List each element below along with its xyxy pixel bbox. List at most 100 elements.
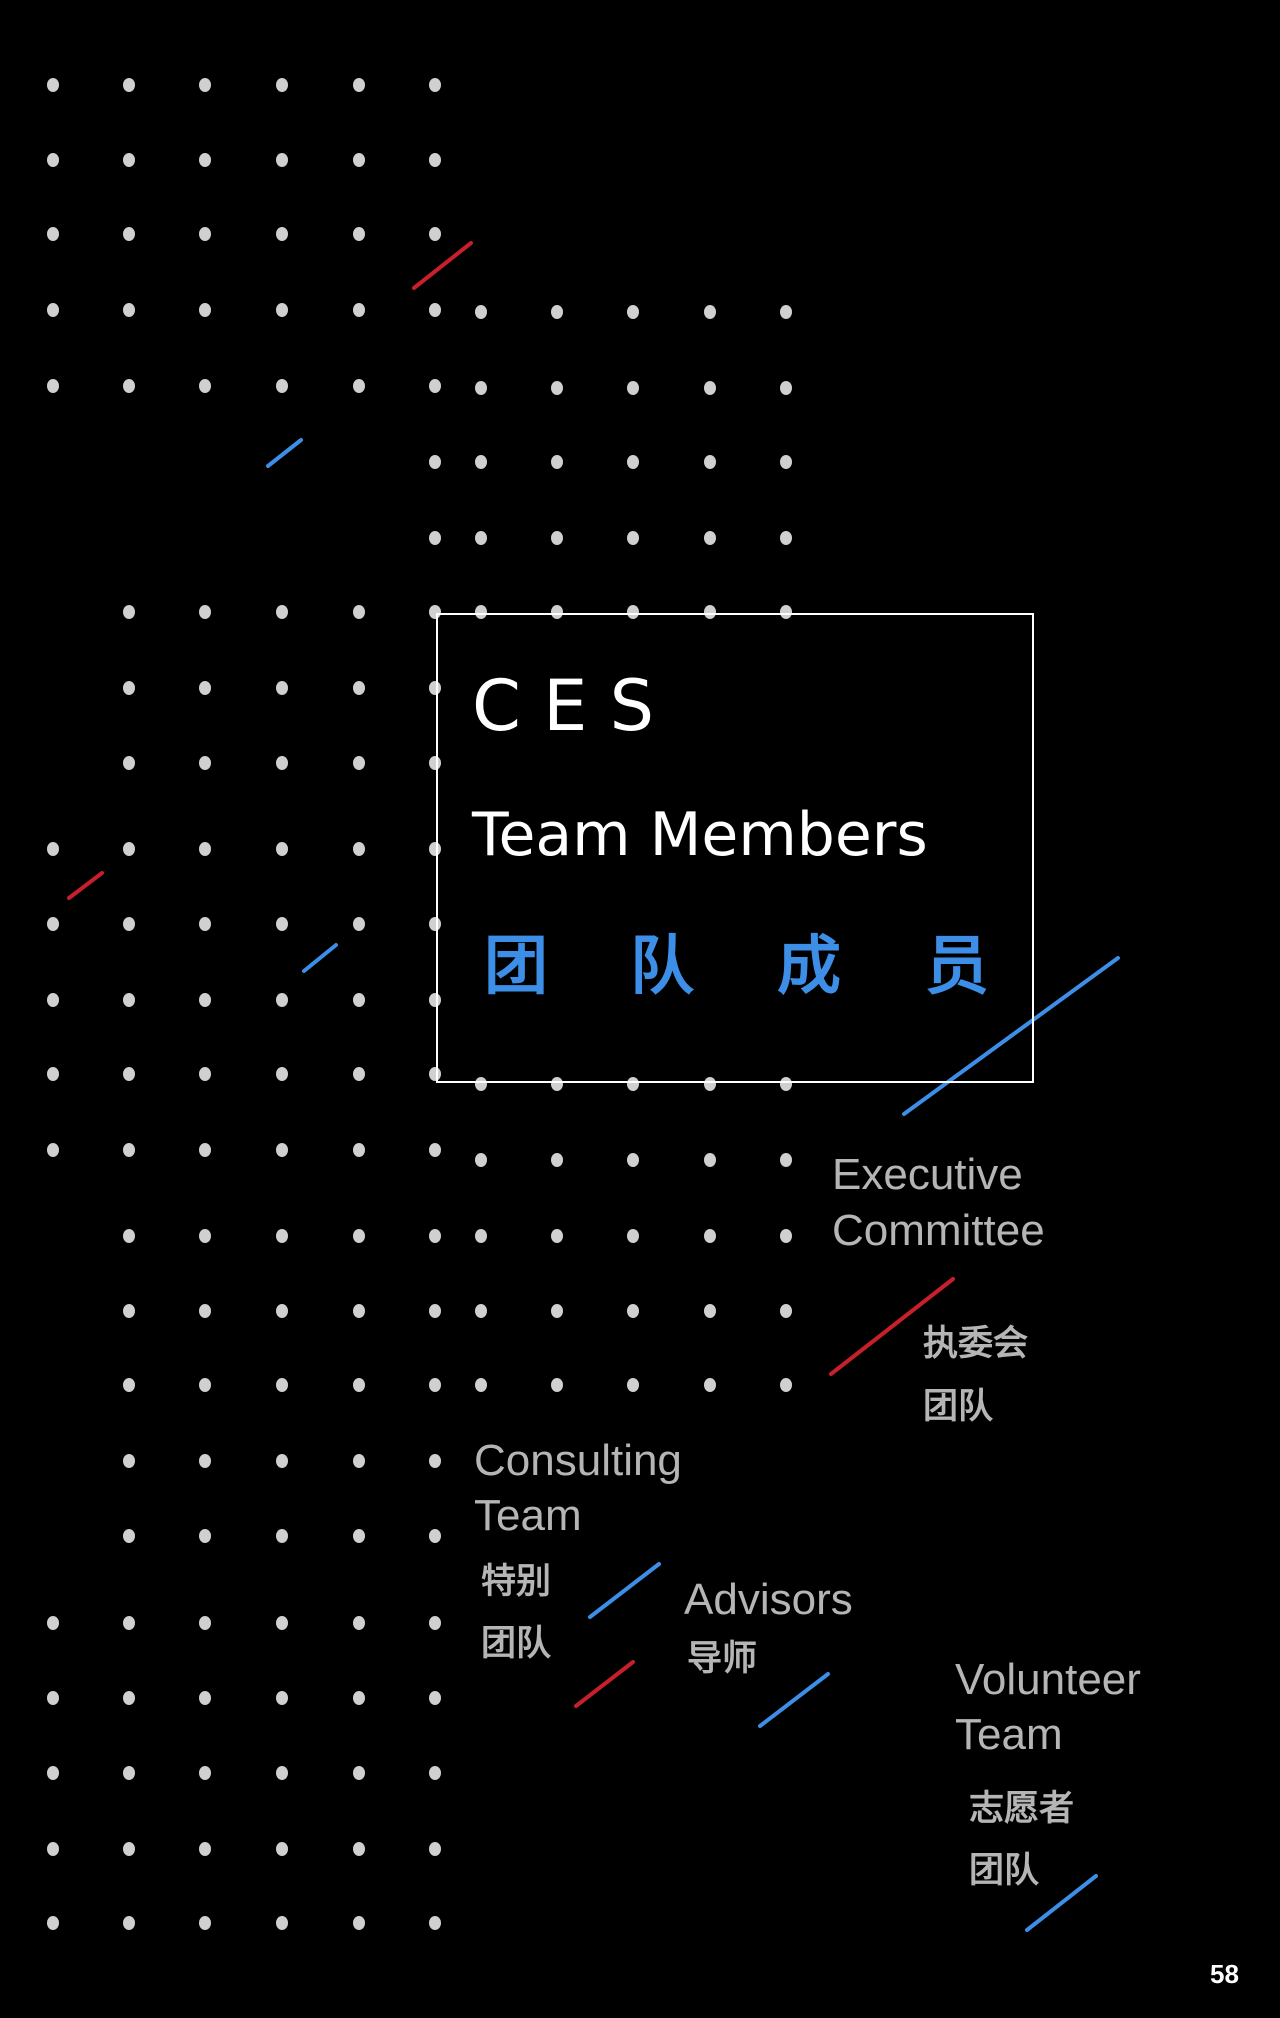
group-zh-label: 特别 — [481, 1562, 551, 1602]
blue-accent-stroke — [588, 1562, 661, 1619]
red-accent-stroke — [412, 241, 473, 290]
blue-accent-stroke — [758, 1672, 830, 1728]
grid-dot — [199, 379, 211, 393]
grid-dot — [551, 1304, 563, 1318]
blue-accent-stroke — [302, 943, 338, 973]
group-volunteer-team: Volunteer Team 志愿者 团队 — [955, 1655, 1141, 1891]
grid-dot — [780, 1378, 792, 1392]
grid-dot — [429, 756, 441, 770]
grid-dot — [353, 1143, 365, 1157]
grid-dot — [627, 1304, 639, 1318]
grid-dot — [353, 1842, 365, 1856]
grid-dot — [353, 1229, 365, 1243]
grid-dot — [353, 303, 365, 317]
grid-dot — [627, 1153, 639, 1167]
grid-dot — [429, 917, 441, 931]
group-en-label: Advisors — [684, 1575, 853, 1624]
grid-dot — [276, 1916, 288, 1930]
blue-accent-stroke — [1025, 1874, 1098, 1932]
grid-dot — [123, 1304, 135, 1318]
title-zh-char: 团 — [484, 930, 548, 1004]
grid-dot — [475, 1229, 487, 1243]
grid-dot — [199, 756, 211, 770]
group-en-label: Executive — [832, 1150, 1023, 1199]
group-en-label: Volunteer — [955, 1655, 1141, 1704]
grid-dot — [199, 1916, 211, 1930]
grid-dot — [627, 1378, 639, 1392]
grid-dot — [199, 1067, 211, 1081]
grid-dot — [123, 917, 135, 931]
grid-dot — [123, 681, 135, 695]
grid-dot — [429, 455, 441, 469]
group-zh-label: 导师 — [687, 1639, 757, 1679]
grid-dot — [780, 1077, 792, 1091]
grid-dot — [780, 381, 792, 395]
grid-dot — [123, 993, 135, 1007]
grid-dot — [199, 227, 211, 241]
grid-dot — [123, 303, 135, 317]
grid-dot — [276, 1304, 288, 1318]
grid-dot — [199, 1616, 211, 1630]
group-zh-label: 执委会 — [923, 1324, 1028, 1364]
grid-dot — [353, 917, 365, 931]
grid-dot — [199, 1766, 211, 1780]
grid-dot — [429, 1916, 441, 1930]
grid-dot — [429, 1454, 441, 1468]
grid-dot — [429, 78, 441, 92]
grid-dot — [199, 1691, 211, 1705]
grid-dot — [704, 455, 716, 469]
grid-dot — [47, 227, 59, 241]
grid-dot — [429, 1304, 441, 1318]
red-accent-stroke — [574, 1660, 635, 1708]
grid-dot — [353, 1529, 365, 1543]
grid-dot — [704, 1153, 716, 1167]
grid-dot — [353, 153, 365, 167]
grid-dot — [429, 531, 441, 545]
grid-dot — [353, 1067, 365, 1081]
grid-dot — [276, 605, 288, 619]
grid-dot — [627, 455, 639, 469]
grid-dot — [199, 1454, 211, 1468]
grid-dot — [704, 531, 716, 545]
grid-dot — [47, 153, 59, 167]
grid-dot — [475, 1378, 487, 1392]
grid-dot — [780, 1304, 792, 1318]
red-accent-stroke — [829, 1277, 955, 1376]
grid-dot — [429, 1766, 441, 1780]
grid-dot — [353, 1454, 365, 1468]
grid-dot — [353, 227, 365, 241]
group-advisors: Advisors 导师 — [684, 1575, 853, 1679]
grid-dot — [276, 303, 288, 317]
grid-dot — [199, 1229, 211, 1243]
grid-dot — [353, 842, 365, 856]
grid-dot — [353, 1691, 365, 1705]
grid-dot — [429, 1691, 441, 1705]
accent-strokes — [67, 241, 1120, 1932]
grid-dot — [780, 531, 792, 545]
grid-dot — [704, 1077, 716, 1091]
grid-dot — [353, 681, 365, 695]
grid-dot — [47, 993, 59, 1007]
grid-dot — [47, 1143, 59, 1157]
grid-dot — [704, 381, 716, 395]
grid-dot — [353, 756, 365, 770]
grid-dot — [276, 1529, 288, 1543]
grid-dot — [276, 1454, 288, 1468]
grid-dot — [704, 1229, 716, 1243]
grid-dot — [47, 1842, 59, 1856]
grid-dot — [123, 1378, 135, 1392]
group-zh-label: 志愿者 — [969, 1789, 1074, 1829]
grid-dot — [429, 605, 441, 619]
grid-dot — [47, 842, 59, 856]
grid-dot — [475, 1304, 487, 1318]
grid-dot — [353, 1766, 365, 1780]
grid-dot — [429, 303, 441, 317]
grid-dot — [199, 153, 211, 167]
grid-dot — [276, 681, 288, 695]
grid-dot — [47, 1691, 59, 1705]
grid-dot — [276, 993, 288, 1007]
grid-dot — [123, 1616, 135, 1630]
grid-dot — [199, 1529, 211, 1543]
grid-dot — [123, 1529, 135, 1543]
